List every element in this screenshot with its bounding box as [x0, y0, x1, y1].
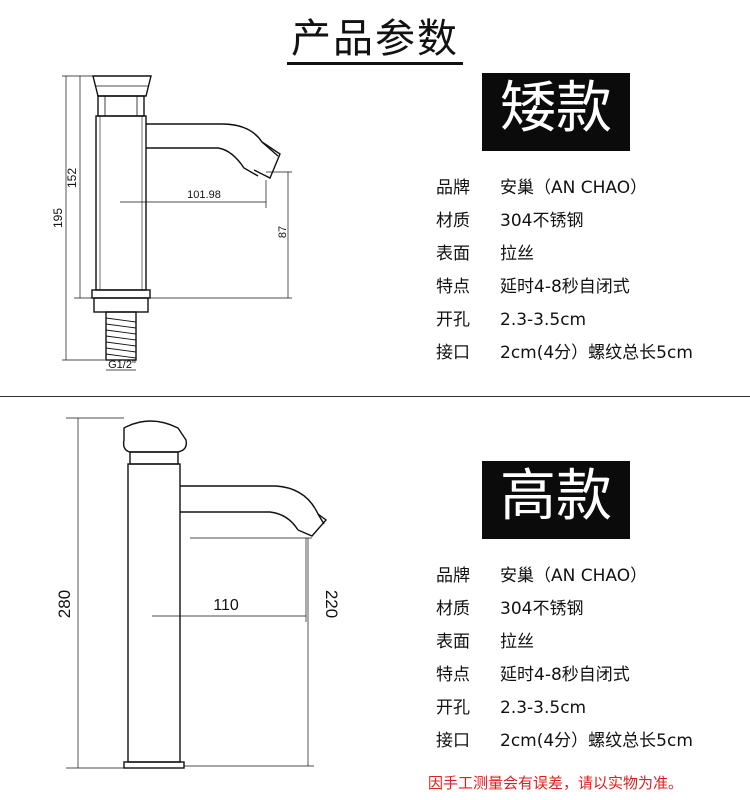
- spec-label: 接口: [436, 343, 470, 363]
- spec-label: 材质: [436, 211, 470, 231]
- dim-short-height-total: 195: [51, 208, 65, 228]
- spec-label: 品牌: [436, 178, 470, 198]
- spec-row: 表面 拉丝: [436, 238, 736, 271]
- short-model-badge: 矮款: [482, 73, 630, 151]
- spec-label: 表面: [436, 244, 470, 264]
- spec-row: 表面 拉丝: [436, 626, 736, 659]
- spec-row: 特点 延时4-8秒自闭式: [436, 659, 736, 692]
- dim-short-height-body: 152: [65, 168, 79, 188]
- spec-value: 304不锈钢: [500, 599, 584, 619]
- spec-row: 接口 2cm(4分）螺纹总长5cm: [436, 725, 736, 758]
- spec-label: 表面: [436, 632, 470, 652]
- spec-row: 材质 304不锈钢: [436, 593, 736, 626]
- spec-value: 2.3-3.5cm: [500, 310, 587, 330]
- spec-row: 特点 延时4-8秒自闭式: [436, 271, 736, 304]
- spec-row: 材质 304不锈钢: [436, 205, 736, 238]
- spec-row: 接口 2cm(4分）螺纹总长5cm: [436, 337, 736, 370]
- dim-tall-reach: 110: [213, 597, 239, 614]
- spec-label: 材质: [436, 599, 470, 619]
- spec-label: 品牌: [436, 566, 470, 586]
- dim-short-spout-height: 87: [277, 226, 289, 238]
- spec-value: 304不锈钢: [500, 211, 584, 231]
- spec-value: 延时4-8秒自闭式: [500, 665, 630, 685]
- spec-value: 2.3-3.5cm: [500, 698, 587, 718]
- tall-model-badge: 高款: [482, 461, 630, 539]
- spec-label: 特点: [436, 277, 470, 297]
- dim-tall-spout-height: 220: [322, 590, 341, 618]
- spec-label: 开孔: [436, 310, 470, 330]
- tall-faucet-drawing: [66, 417, 328, 769]
- short-faucet-drawing: [62, 75, 292, 371]
- spec-label: 接口: [436, 731, 470, 751]
- spec-row: 开孔 2.3-3.5cm: [436, 304, 736, 337]
- spec-label: 特点: [436, 665, 470, 685]
- dim-short-thread: G1/2": [108, 359, 136, 371]
- page-title: 产品参数: [0, 6, 750, 65]
- spec-row: 开孔 2.3-3.5cm: [436, 692, 736, 725]
- spec-value: 延时4-8秒自闭式: [500, 277, 630, 297]
- spec-value: 2cm(4分）螺纹总长5cm: [500, 731, 693, 751]
- footer-note: 因手工测量会有误差，请以实物为准。: [428, 774, 684, 792]
- spec-row: 品牌 安巢（AN CHAO）: [436, 172, 736, 205]
- spec-value: 拉丝: [500, 244, 534, 264]
- spec-value: 安巢（AN CHAO）: [500, 566, 648, 586]
- spec-label: 开孔: [436, 698, 470, 718]
- spec-value: 安巢（AN CHAO）: [500, 178, 648, 198]
- dim-short-reach: 101.98: [187, 189, 221, 201]
- spec-value: 2cm(4分）螺纹总长5cm: [500, 343, 693, 363]
- spec-row: 品牌 安巢（AN CHAO）: [436, 560, 736, 593]
- section-divider: [0, 396, 750, 397]
- spec-value: 拉丝: [500, 632, 534, 652]
- dim-tall-height-total: 280: [55, 590, 74, 618]
